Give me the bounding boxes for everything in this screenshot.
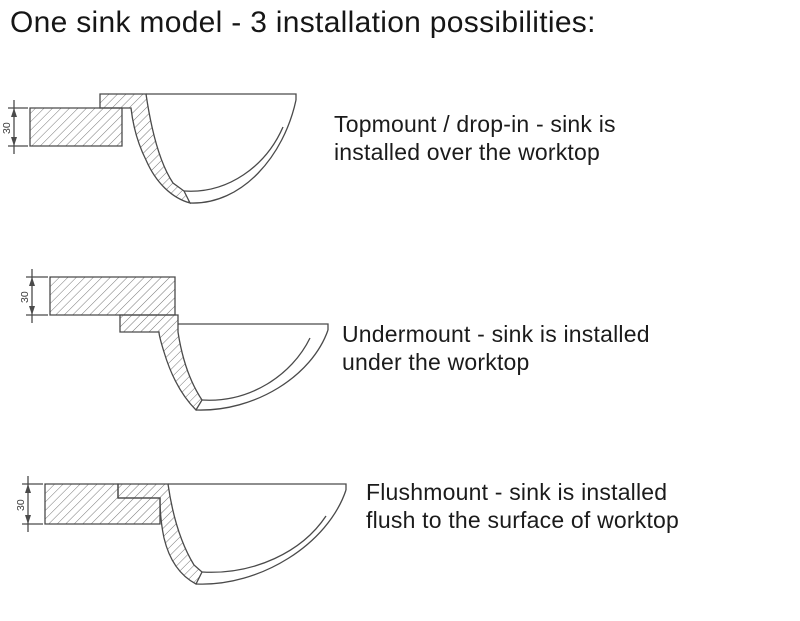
sink-rim-line <box>168 483 347 490</box>
topmount-label-line1: Topmount / drop-in - sink is <box>334 111 616 137</box>
dimension-arrows <box>29 277 35 315</box>
topmount-drawing: 30 <box>1 93 297 205</box>
sink-rim-line <box>178 323 329 330</box>
undermount-drawing: 30 <box>19 269 329 412</box>
flushmount-label-line1: Flushmount - sink is installed <box>366 479 668 505</box>
flushmount-label: Flushmount - sink is installed flush to … <box>366 478 786 534</box>
bowl-inner-outline <box>201 337 311 401</box>
dimension-arrows <box>11 108 17 146</box>
bowl-outline <box>189 99 297 204</box>
undermount-label-line1: Undermount - sink is installed <box>342 321 650 347</box>
worktop-section <box>49 276 176 316</box>
page-title: One sink model - 3 installation possibil… <box>10 6 596 39</box>
dimension-extension-lines <box>8 107 28 147</box>
worktop-section <box>29 107 123 147</box>
topmount-label: Topmount / drop-in - sink is installed o… <box>334 110 784 166</box>
dimension-extension-lines <box>26 276 48 316</box>
sink-section <box>117 483 203 585</box>
flushmount-drawing: 30 <box>15 476 347 585</box>
dimension-label: 30 <box>1 122 13 134</box>
dimension-label: 30 <box>15 499 27 511</box>
bowl-inner-outline <box>183 126 284 192</box>
bowl-outline <box>195 489 347 585</box>
bowl-inner-outline <box>201 515 327 573</box>
dimension-label: 30 <box>19 291 31 303</box>
undermount-label: Undermount - sink is installed under the… <box>342 320 782 376</box>
topmount-label-line2: installed over the worktop <box>334 139 601 166</box>
sink-rim-line <box>146 93 297 100</box>
sink-section <box>99 93 192 205</box>
dimension-extension-lines <box>22 483 43 525</box>
bowl-outline <box>195 329 329 411</box>
flushmount-label-line2: flush to the surface of worktop <box>366 507 680 534</box>
undermount-label-line2: under the worktop <box>342 349 530 376</box>
dimension-arrows <box>25 484 31 524</box>
sink-section <box>119 314 203 412</box>
